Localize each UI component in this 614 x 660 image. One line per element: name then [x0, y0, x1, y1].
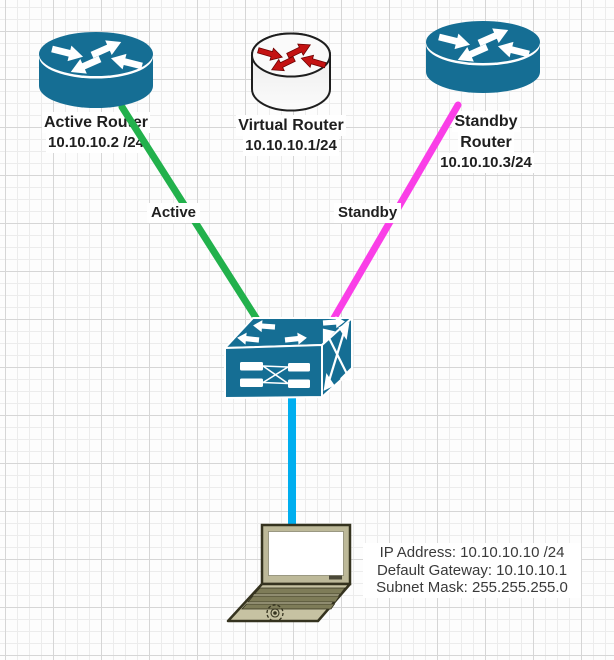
- switch-side-arrows: [322, 322, 353, 391]
- active-router-label: Active Router 10.10.10.2 /24: [16, 112, 176, 153]
- standby-router-ip: 10.10.10.3/24: [438, 153, 534, 173]
- pc-info-block: IP Address: 10.10.10.10 /24 Default Gate…: [363, 543, 581, 598]
- laptop-base: [226, 582, 352, 623]
- virtual-router-ip: 10.10.10.1/24: [243, 136, 339, 156]
- active-link-label: Active: [147, 203, 201, 223]
- standby-router-name-1: Standby: [452, 111, 520, 132]
- virtual-router-label: Virtual Router 10.10.10.1/24: [211, 115, 371, 156]
- router-cylinder: [426, 21, 540, 93]
- standby-router-name-2: Router: [458, 132, 514, 153]
- active-router-name: Active Router: [41, 112, 151, 133]
- switch-icon[interactable]: [223, 314, 355, 402]
- standby-router-label: Standby Router 10.10.10.3/24: [406, 111, 566, 173]
- pc-info-gateway: Default Gateway: 10.10.10.1: [376, 561, 568, 579]
- pc-info-mask: Subnet Mask: 255.255.255.0: [376, 579, 568, 596]
- router-cylinder: [251, 32, 331, 112]
- laptop-touchpad: [266, 604, 284, 622]
- laptop-icon[interactable]: [198, 518, 358, 626]
- router-cylinder: [39, 32, 153, 108]
- virtual-router-icon[interactable]: [249, 31, 333, 117]
- pc-info-ip: IP Address: 10.10.10.10 /24: [379, 544, 565, 561]
- laptop-screen: [260, 523, 352, 586]
- standby-router-icon[interactable]: [423, 16, 543, 100]
- switch-front-ports: [240, 362, 310, 388]
- active-router-ip: 10.10.10.2 /24: [46, 133, 146, 153]
- active-router-icon[interactable]: [36, 28, 156, 112]
- virtual-router-name: Virtual Router: [236, 115, 346, 136]
- standby-link-label: Standby: [334, 203, 402, 223]
